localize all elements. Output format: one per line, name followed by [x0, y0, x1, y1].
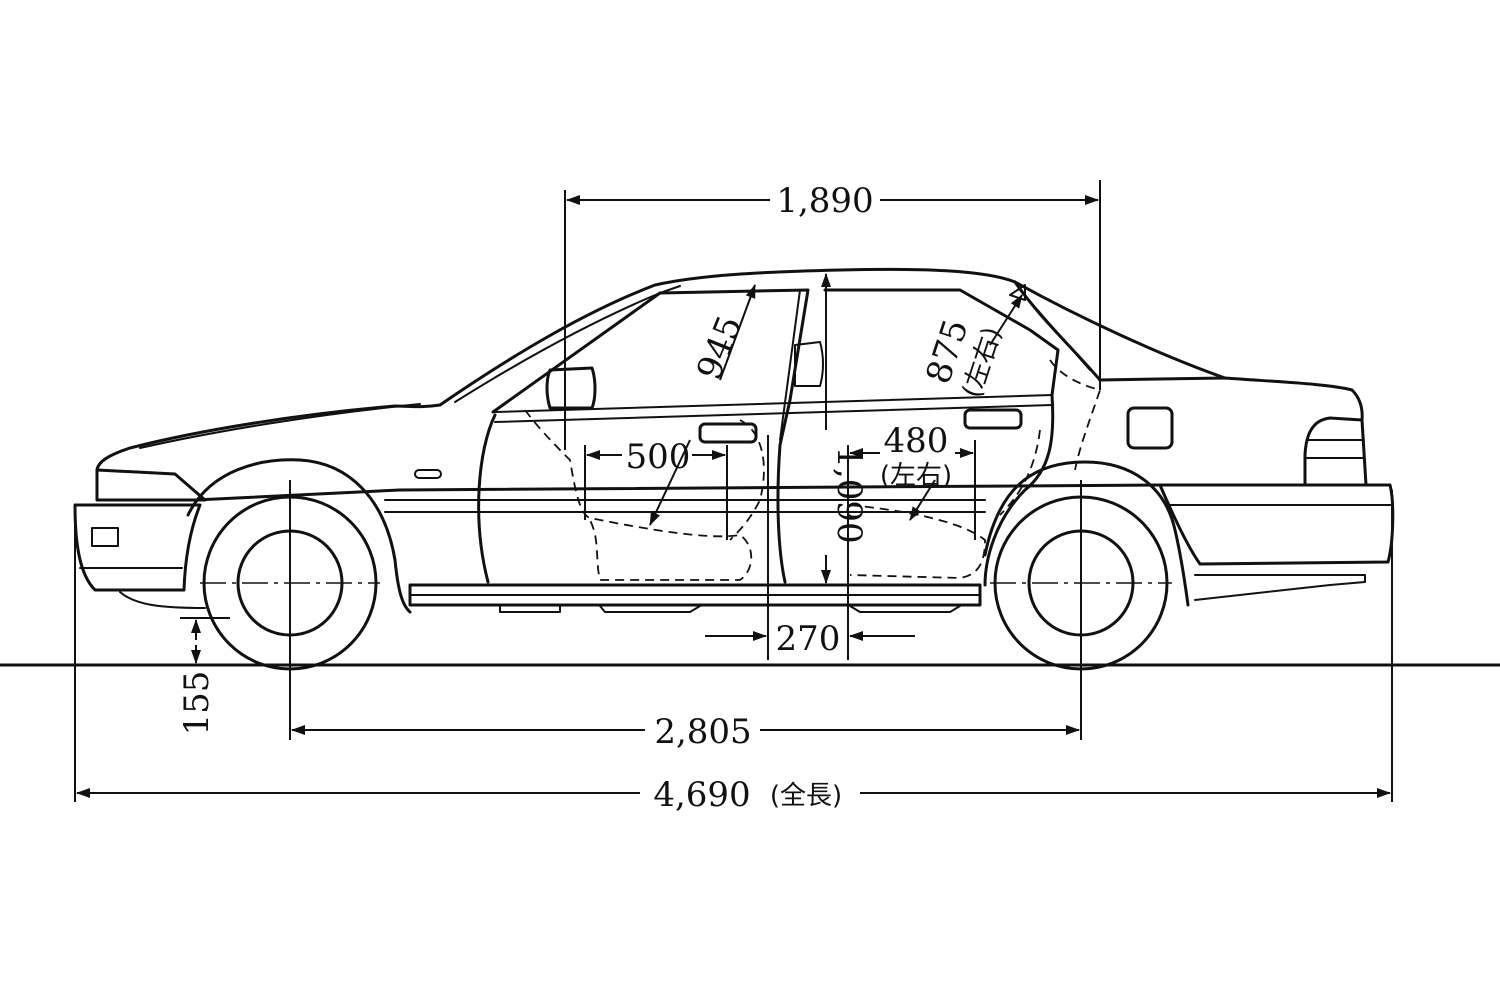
front-bumper	[73, 503, 202, 592]
car-body	[73, 267, 1395, 614]
fuel-door	[1126, 406, 1174, 450]
cabin-length-value: 1,890	[776, 181, 873, 221]
rear-bumper	[1158, 483, 1395, 566]
side-mirror	[545, 366, 597, 410]
roof-line	[438, 267, 1227, 407]
rear-legroom-note: (左右)	[880, 461, 952, 491]
b-pillar	[658, 288, 810, 584]
ground-clearance-value: 155	[177, 671, 217, 736]
rear-legroom-value: 480	[884, 421, 949, 461]
seat-gap-value: 270	[776, 619, 841, 659]
interior-seating-outline	[524, 359, 1102, 581]
dim-rear-legroom: 480 (左右)	[847, 421, 976, 660]
dim-ground-clearance: 155	[177, 617, 230, 736]
side-marker	[414, 469, 442, 479]
tail-lamp	[1303, 416, 1368, 487]
trunk-line	[1098, 376, 1364, 422]
wheelbase-value: 2,805	[654, 712, 751, 752]
headlamp	[95, 468, 207, 502]
rear-door-handle	[963, 408, 1023, 430]
dim-cabin-length: 1,890	[564, 180, 1101, 450]
hood-line	[95, 403, 442, 472]
overall-length-note: (全長)	[770, 781, 842, 811]
rear-door-trailing-edge	[983, 393, 1055, 587]
overall-length-value: 4,690	[653, 775, 750, 815]
front-headroom-value: 945	[689, 310, 750, 385]
fog-lamp	[91, 527, 119, 547]
rear-wheel-arch	[983, 460, 1190, 607]
sill	[408, 583, 982, 607]
front-wheel-arch	[186, 458, 412, 614]
front-legroom-value: 500	[626, 437, 691, 477]
dim-seat-gap: 270	[705, 435, 915, 660]
dim-front-legroom: 500	[584, 437, 728, 540]
front-door-handle	[698, 422, 758, 444]
front-door-leading-edge	[477, 413, 497, 584]
dim-overall-length: 4,690 (全長)	[74, 490, 1393, 815]
dim-wheelbase: 2,805	[289, 480, 1082, 752]
